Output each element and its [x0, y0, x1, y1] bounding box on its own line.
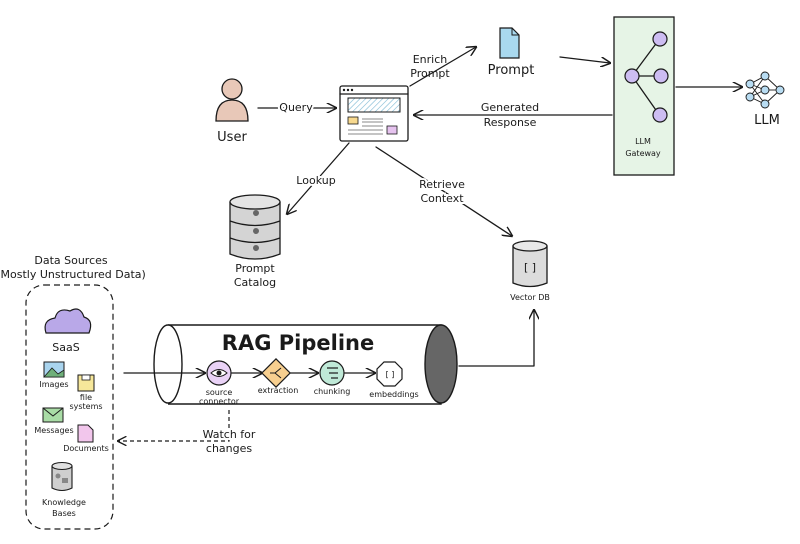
data-sources-dashed-box — [25, 284, 114, 530]
step-embeddings[interactable]: [ ] embeddings — [369, 361, 419, 399]
step-extraction[interactable]: extraction — [258, 358, 299, 395]
prompt-catalog-label-line2: Catalog — [234, 276, 276, 289]
knowledge-bases-source[interactable]: Knowledge Bases — [42, 461, 86, 519]
prompt-catalog-node[interactable]: Prompt Catalog — [229, 194, 281, 289]
step-embeddings-glyph: [ ] — [386, 370, 395, 379]
vector-db-label: Vector DB — [510, 293, 550, 302]
edge-query: Query — [257, 99, 336, 116]
chunk-lines-icon — [327, 367, 338, 379]
llm-gateway-label-line1: LLM — [635, 137, 651, 146]
file-systems-source[interactable]: file systems — [69, 374, 103, 411]
images-label: Images — [39, 380, 68, 389]
prompt-catalog-label-line1: Prompt — [235, 262, 275, 275]
step-chunking[interactable]: chunking — [314, 360, 351, 396]
edge-retrieve-context: Retrieve Context — [375, 146, 512, 236]
step-chunking-label: chunking — [314, 387, 351, 396]
watch-for-changes-line1: Watch for — [203, 428, 256, 441]
data-sources-title-line1: Data Sources — [34, 254, 108, 267]
document-icon — [77, 424, 94, 443]
user-label: User — [217, 130, 247, 145]
database-icon — [229, 194, 281, 260]
knowledge-bases-label-line1: Knowledge — [42, 498, 86, 507]
llm-gateway-node[interactable]: LLM Gateway — [613, 16, 675, 176]
edge-enrich-prompt: Enrich Prompt — [409, 47, 476, 87]
images-source[interactable]: Images — [39, 361, 69, 389]
edge-enrich-prompt-line1: Enrich — [413, 53, 448, 66]
vector-db-icon — [512, 246, 548, 288]
edge-generated-response: Generated Response — [414, 99, 613, 131]
step-extraction-label: extraction — [258, 386, 299, 395]
edge-prompt-to-gateway — [559, 56, 610, 63]
data-sources-title-line2: (Mostly Unstructured Data) — [0, 268, 146, 281]
split-arrows-icon — [270, 367, 282, 379]
data-sources-group[interactable]: Data Sources (Mostly Unstructured Data) … — [0, 254, 146, 530]
floppy-disk-icon — [77, 374, 95, 392]
edge-generated-response-line1: Generated — [481, 101, 539, 114]
vector-db-node[interactable]: [ ] Vector DB — [510, 240, 550, 302]
documents-source[interactable]: Documents — [63, 424, 109, 453]
llm-node[interactable]: LLM — [745, 71, 785, 128]
pipeline-outlet — [424, 324, 458, 404]
rag-pipeline[interactable]: RAG Pipeline source connector extraction — [123, 324, 458, 406]
knowledge-base-icon — [51, 461, 73, 492]
application-ui-icon[interactable] — [339, 85, 409, 142]
routing-graph-icon — [624, 31, 669, 123]
step-source-connector-line2: connector — [199, 397, 240, 406]
edge-enrich-prompt-line2: Prompt — [410, 67, 450, 80]
saas-label: SaaS — [52, 341, 79, 354]
prompt-label: Prompt — [488, 63, 535, 78]
file-systems-label-line1: file — [80, 393, 92, 402]
knowledge-bases-label-line2: Bases — [52, 509, 76, 518]
edge-retrieve-context-line1: Retrieve — [419, 178, 465, 191]
edge-generated-response-line2: Response — [484, 116, 537, 129]
pipeline-inlet — [153, 324, 183, 404]
cloud-icon — [44, 308, 92, 334]
neural-network-icon — [745, 71, 785, 109]
envelope-icon — [42, 407, 64, 423]
user-node[interactable]: User — [215, 78, 249, 145]
step-source-connector-line1: source — [206, 388, 233, 397]
edge-watch-for-changes: Watch for changes — [118, 410, 258, 457]
user-icon — [215, 78, 249, 122]
step-embeddings-label: embeddings — [369, 390, 418, 399]
eye-icon — [210, 369, 228, 377]
documents-label: Documents — [63, 444, 109, 453]
vector-db-glyph: [ ] — [524, 261, 536, 274]
messages-label: Messages — [34, 426, 73, 435]
watch-for-changes-line2: changes — [206, 442, 252, 455]
edge-query-label: Query — [279, 101, 313, 114]
pipeline-title: RAG Pipeline — [222, 331, 374, 355]
saas-source[interactable]: SaaS — [44, 308, 92, 354]
step-source-connector[interactable]: source connector — [199, 360, 240, 406]
file-systems-label-line2: systems — [69, 402, 102, 411]
edge-lookup-label: Lookup — [296, 174, 335, 187]
prompt-document-icon — [499, 27, 520, 59]
image-icon — [43, 361, 65, 378]
llm-gateway-label-line2: Gateway — [625, 149, 661, 158]
octagon-icon — [376, 361, 403, 387]
edge-retrieve-context-line2: Context — [420, 192, 464, 205]
messages-source[interactable]: Messages — [34, 407, 74, 435]
llm-label: LLM — [754, 113, 780, 128]
prompt-node[interactable]: Prompt — [488, 27, 535, 78]
edge-pipeline-to-vector-db — [458, 310, 534, 367]
edge-lookup: Lookup — [287, 142, 350, 214]
